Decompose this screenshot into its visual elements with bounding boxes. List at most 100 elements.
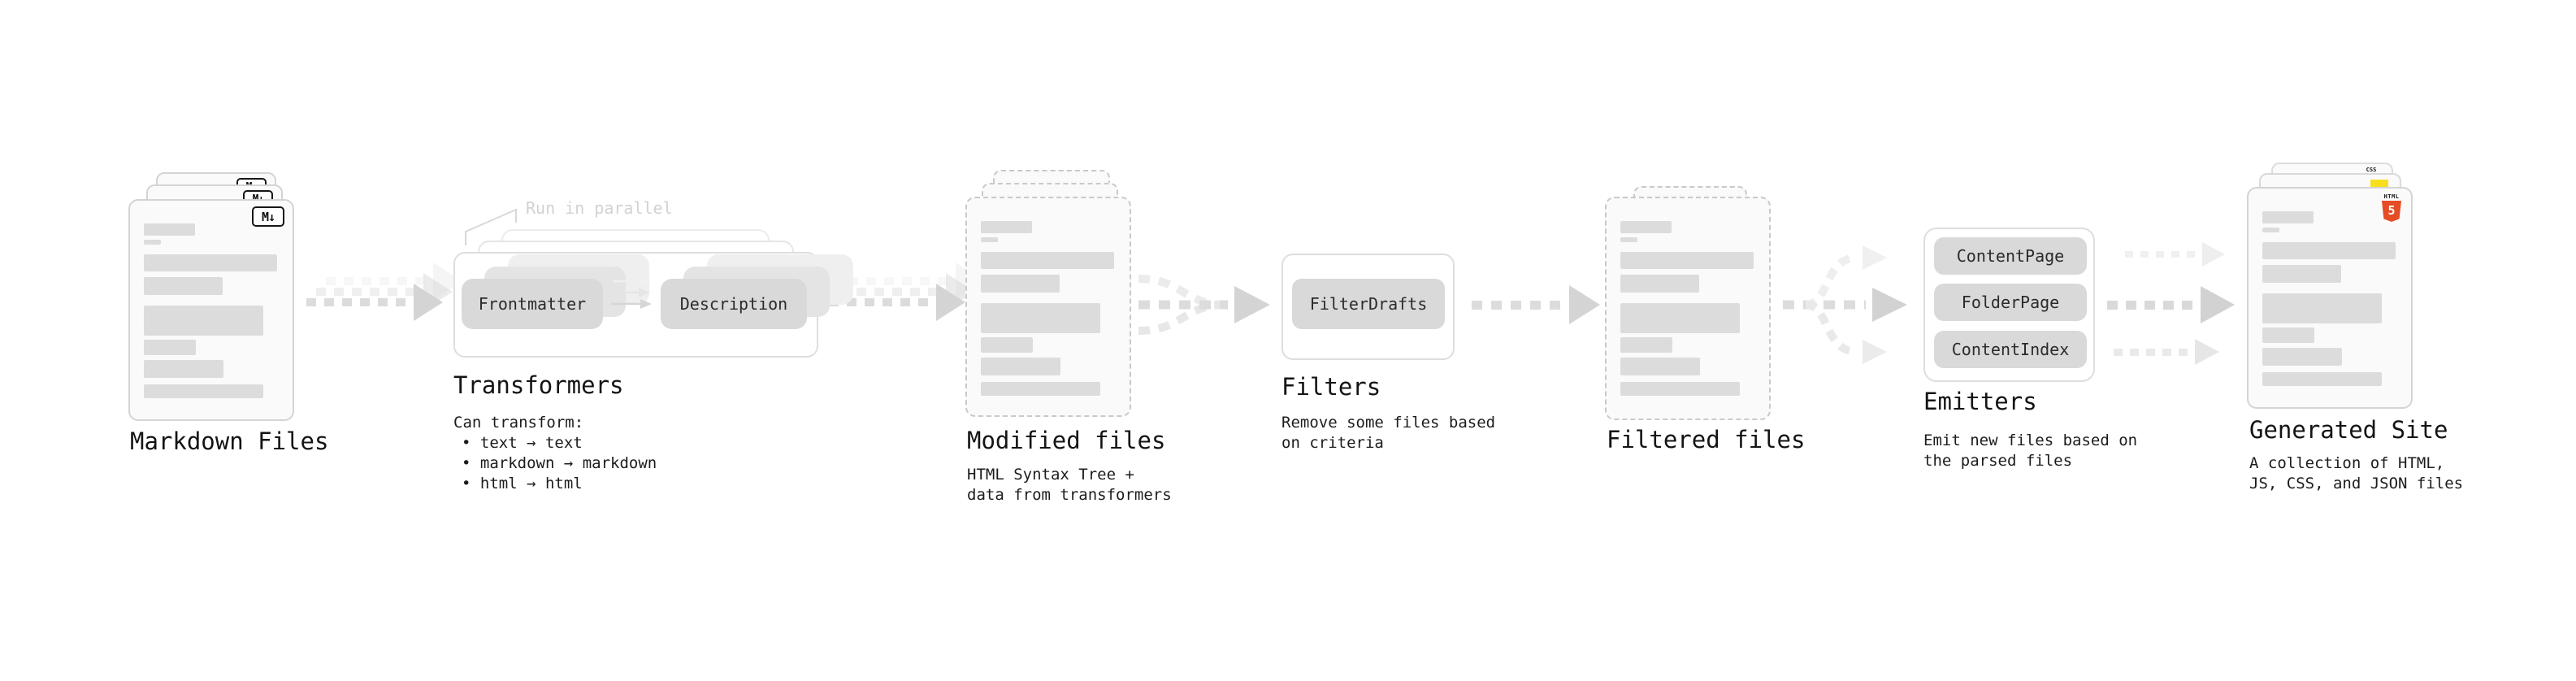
- placeholder-bar: [2262, 293, 2382, 323]
- contentindex-box: ContentIndex: [1934, 331, 2087, 368]
- arrow-dash: [352, 288, 362, 296]
- html5-icon-label: HTML: [2383, 193, 2400, 200]
- arrow-dash: [2130, 348, 2139, 356]
- arrow-dash: [918, 298, 928, 306]
- markdown-file-card: M↓: [128, 199, 294, 421]
- note-title: Can transform:: [453, 414, 584, 432]
- arrow-dash: [1530, 300, 1541, 310]
- filterdrafts-box: FilterDrafts: [1292, 279, 1445, 329]
- arrow-dash: [2146, 348, 2155, 356]
- placeholder-bar: [1620, 237, 1637, 242]
- note-line: Emit new files based on: [1923, 432, 2138, 449]
- placeholder-bar: [981, 358, 1060, 375]
- note-item: • markdown → markdown: [462, 454, 657, 472]
- merge-arrow: [1138, 275, 1270, 335]
- split-arrow: [1783, 245, 1907, 364]
- contentpage-box: ContentPage: [1934, 237, 2087, 275]
- arrow-dash: [397, 277, 407, 285]
- note-item: • html → html: [462, 475, 583, 492]
- arrow-dash: [2140, 251, 2149, 258]
- file-content-placeholder: [1620, 198, 1755, 396]
- arrow-dash: [2107, 300, 2118, 310]
- html5-icon-number: 5: [2387, 202, 2396, 218]
- arrow-dash: [405, 288, 415, 296]
- html5-icon: HTML 5: [2382, 193, 2401, 222]
- note-item: • text → text: [462, 434, 583, 452]
- arrow-dash: [2126, 300, 2136, 310]
- arrow-dash: [902, 277, 912, 285]
- file-content-placeholder: [144, 201, 279, 398]
- arrow-dash: [379, 277, 389, 285]
- placeholder-bar: [981, 275, 1060, 293]
- arrow-dash: [865, 298, 874, 306]
- placeholder-bar: [1620, 221, 1672, 233]
- arrow-dash: [360, 298, 370, 306]
- note-line: Remove some files based: [1281, 414, 1496, 432]
- note-line: the parsed files: [1923, 452, 2073, 470]
- placeholder-bar: [981, 337, 1033, 353]
- stage-label-filters: Filters: [1281, 373, 1381, 401]
- folderpage-box: FolderPage: [1934, 284, 2087, 321]
- stage-label-generated-site: Generated Site: [2249, 416, 2448, 444]
- flow-arrow: [306, 284, 443, 321]
- file-content-placeholder: [981, 198, 1116, 396]
- placeholder-bar: [2262, 348, 2342, 366]
- arrow-dash: [396, 298, 405, 306]
- arrow-dash: [306, 298, 316, 306]
- note-line: A collection of HTML,: [2249, 454, 2445, 472]
- arrow-dash: [938, 277, 948, 285]
- placeholder-bar: [2262, 228, 2279, 232]
- html5-icon-shield: 5: [2382, 201, 2401, 222]
- arrow-dash: [1511, 300, 1521, 310]
- note-line: data from transformers: [967, 486, 1172, 504]
- generated-site-note: A collection of HTML, JS, CSS, and JSON …: [2249, 453, 2463, 494]
- arrow-dash: [334, 288, 344, 296]
- arrow-dash: [2114, 348, 2123, 356]
- stage-label-modified-files: Modified files: [967, 427, 1166, 454]
- placeholder-bar: [2262, 327, 2314, 343]
- frontmatter-box: Frontmatter: [462, 279, 603, 329]
- arrow-dash: [2179, 348, 2188, 356]
- stage-label-emitters: Emitters: [1923, 388, 2037, 415]
- arrow-dash: [388, 288, 397, 296]
- arrow-dash: [920, 277, 930, 285]
- placeholder-bar: [144, 340, 196, 355]
- arrow-dash: [1491, 300, 1502, 310]
- arrow-dash: [2163, 300, 2174, 310]
- flow-arrow-faint: [2125, 242, 2225, 267]
- placeholder-bar: [981, 252, 1114, 269]
- placeholder-bar: [144, 277, 223, 295]
- arrow-dash: [326, 277, 336, 285]
- placeholder-bar: [981, 303, 1100, 333]
- arrow-dash: [910, 288, 920, 296]
- placeholder-bar: [144, 306, 263, 336]
- arrow-dash: [378, 298, 388, 306]
- placeholder-bar: [1620, 337, 1672, 353]
- html-file-card: HTML 5: [2247, 187, 2413, 409]
- placeholder-bar: [1620, 382, 1740, 396]
- arrow-dash: [856, 288, 866, 296]
- arrow-dash: [2171, 251, 2179, 258]
- placeholder-bar: [2262, 211, 2314, 223]
- placeholder-bar: [144, 254, 277, 271]
- run-in-parallel-annotation: Run in parallel: [526, 198, 673, 218]
- arrow-dash: [1472, 300, 1482, 310]
- modified-file-card: [965, 197, 1131, 417]
- modified-files-note: HTML Syntax Tree + data from transformer…: [967, 465, 1172, 505]
- stage-label-filtered-files: Filtered files: [1607, 426, 1806, 453]
- arrow-dash: [928, 288, 938, 296]
- transformers-note: Can transform: • text → text • markdown …: [453, 413, 657, 494]
- arrow-dash: [2125, 251, 2133, 258]
- description-box: Description: [661, 279, 807, 329]
- arrow-dash: [847, 298, 856, 306]
- placeholder-bar: [144, 240, 161, 245]
- arrow-dash: [1550, 300, 1560, 310]
- arrow-dash: [2162, 348, 2171, 356]
- arrow-dash: [2156, 251, 2164, 258]
- flow-arrow: [2107, 286, 2235, 323]
- file-content-placeholder: [2262, 189, 2397, 386]
- arrow-dash: [415, 277, 425, 285]
- arrow-dash: [883, 298, 892, 306]
- placeholder-bar: [1620, 275, 1699, 293]
